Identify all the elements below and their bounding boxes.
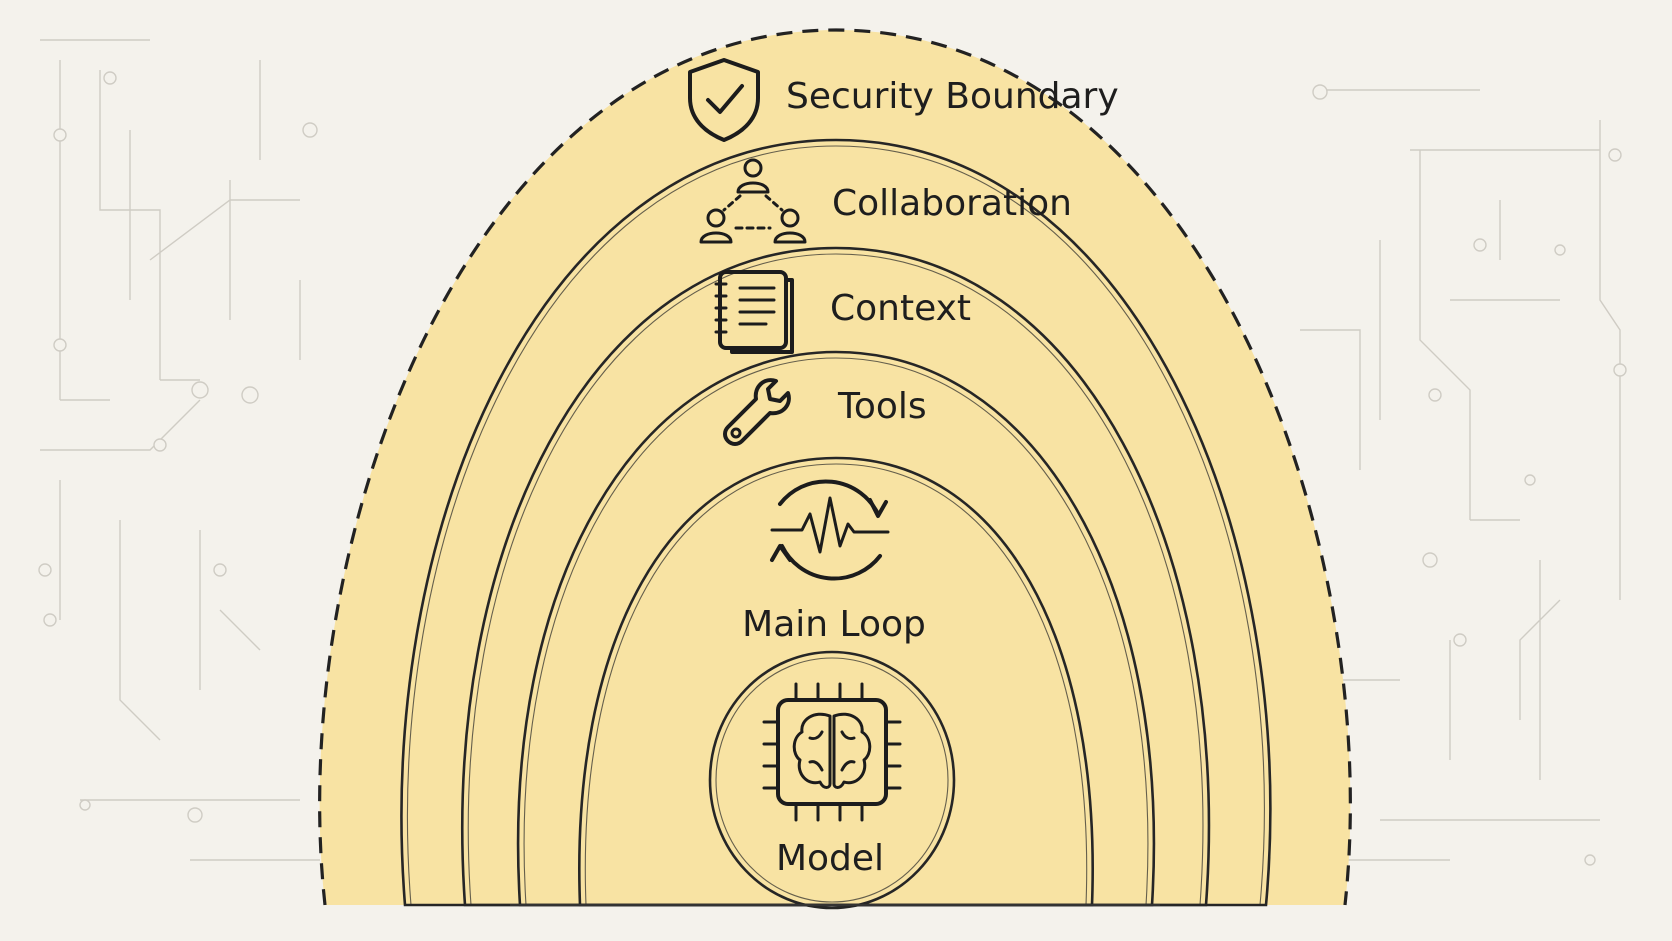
heartbeat-cycle-icon	[770, 479, 890, 581]
tools-ring-echo	[523, 357, 1149, 906]
brain-chip-icon	[762, 682, 902, 822]
wrench-icon	[723, 378, 791, 446]
circuit-background-right	[1279, 84, 1627, 866]
model-circle	[708, 650, 956, 910]
main-loop-ring-echo	[584, 463, 1088, 906]
collaboration-label: Collaboration	[832, 183, 1072, 224]
circuit-background-left	[38, 39, 320, 861]
model-label: Model	[776, 838, 884, 879]
people-network-icon	[699, 158, 807, 244]
shield-check-icon	[688, 58, 760, 142]
tools-label: Tools	[837, 386, 927, 427]
context-ring-echo	[467, 253, 1204, 906]
security-boundary-region	[319, 30, 1351, 905]
context-label: Context	[830, 288, 971, 329]
main-loop-ring	[578, 456, 1094, 907]
tools-ring	[516, 350, 1156, 907]
security-boundary-dashed-border	[318, 28, 1352, 906]
collaboration-ring	[400, 138, 1272, 907]
model-circle-echo	[715, 657, 949, 903]
context-ring	[461, 246, 1211, 907]
main-loop-label: Main Loop	[742, 604, 926, 645]
security-boundary-label: Security Boundary	[786, 76, 1119, 117]
collaboration-ring-echo	[407, 145, 1265, 906]
notebook-icon	[714, 270, 794, 354]
